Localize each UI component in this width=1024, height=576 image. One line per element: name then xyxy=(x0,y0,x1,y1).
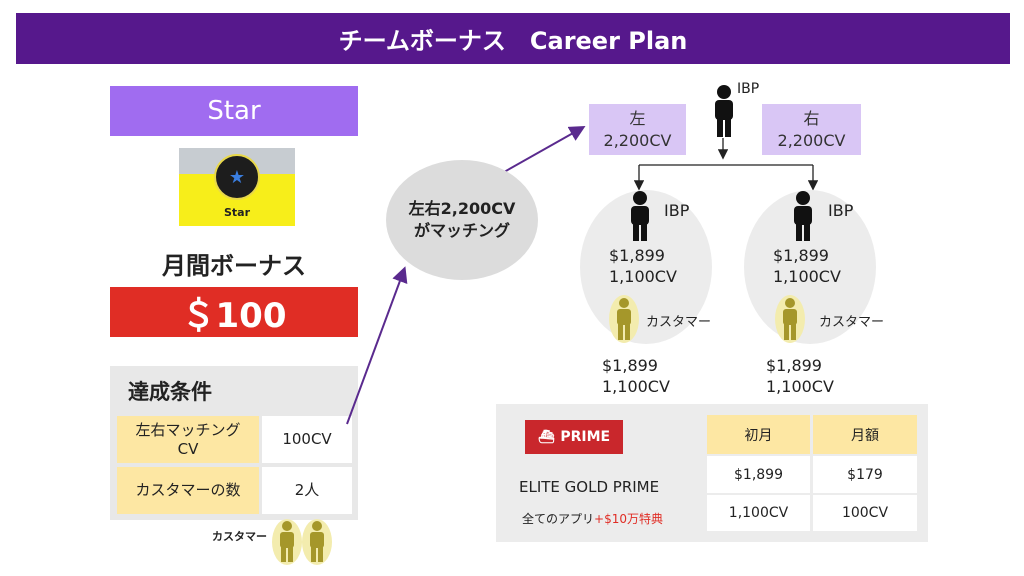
left-ibp-label: IBP xyxy=(664,201,690,220)
table-cell: 100CV xyxy=(813,495,917,531)
table-cell-text: 1,100CV xyxy=(728,505,789,521)
left-customer-label: カスタマー xyxy=(646,315,712,330)
rank-name: Star xyxy=(207,96,261,126)
page-title-bar: チームボーナス Career Plan xyxy=(16,13,1010,64)
apps-bonus: +$10万特典 xyxy=(594,512,663,526)
conditions-title: 達成条件 xyxy=(128,380,212,404)
table-header-first-month: 初月 xyxy=(707,415,810,454)
customer-icons xyxy=(272,519,332,565)
right-leg-side: 右 xyxy=(803,108,820,128)
left-leg-box: 左 2,200CV xyxy=(589,104,686,155)
prime-logo-text: PRIME xyxy=(560,429,611,445)
left-leg-cv: 2,200CV xyxy=(603,130,672,150)
bonus-amount: ＄100 xyxy=(181,295,287,336)
left-customer-person-icon xyxy=(609,295,639,343)
condition-value-matching: 100CV xyxy=(262,416,352,463)
prime-logo: ⛴ PRIME xyxy=(525,420,623,454)
right-customer-cv: 1,100CV xyxy=(766,377,834,396)
page-title: チームボーナス Career Plan xyxy=(338,27,688,55)
right-ibp-person-icon xyxy=(794,191,812,241)
product-name: ELITE GOLD PRIME xyxy=(519,478,660,496)
customer-label: カスタマー xyxy=(212,530,267,543)
top-ibp-person-icon xyxy=(715,85,733,137)
condition-value-text: 2人 xyxy=(294,481,320,500)
table-cell: 1,100CV xyxy=(707,495,810,531)
table-cell-text: 100CV xyxy=(841,505,889,521)
apps-note: 全てのアプリ+$10万特典 xyxy=(522,510,663,527)
condition-label-text: 左右マッチング CV xyxy=(135,420,241,458)
ship-icon: ⛴ xyxy=(537,429,555,445)
condition-value-text: 100CV xyxy=(282,430,332,449)
table-header-text: 月額 xyxy=(851,427,879,444)
rank-badge: ★ Star xyxy=(179,148,295,226)
table-header-monthly: 月額 xyxy=(813,415,917,454)
star-icon: ★ xyxy=(214,154,260,200)
right-customer-price: $1,899 xyxy=(766,356,822,375)
bonus-amount-box: ＄100 xyxy=(110,287,358,337)
right-ibp-label: IBP xyxy=(828,201,854,220)
left-leg-side: 左 xyxy=(629,108,646,128)
matching-text-line2: がマッチング xyxy=(413,221,510,240)
table-cell-text: $1,899 xyxy=(734,466,783,483)
monthly-bonus-label: 月間ボーナス xyxy=(162,252,306,280)
left-ibp-person-icon xyxy=(631,191,649,241)
rank-name-box: Star xyxy=(110,86,358,136)
left-customer-cv: 1,100CV xyxy=(602,377,670,396)
right-customer-label: カスタマー xyxy=(819,315,885,330)
right-leg-cv: 2,200CV xyxy=(777,130,846,150)
right-ibp-cv: 1,100CV xyxy=(773,267,841,286)
condition-label-matching: 左右マッチング CV xyxy=(117,416,259,463)
right-leg-box: 右 2,200CV xyxy=(762,104,861,155)
left-customer-price: $1,899 xyxy=(602,356,658,375)
table-cell: $179 xyxy=(813,456,917,493)
table-cell: $1,899 xyxy=(707,456,810,493)
left-ibp-price: $1,899 xyxy=(609,246,665,265)
apps-text: 全てのアプリ xyxy=(522,512,595,526)
matching-circle: 左右2,200CV がマッチング xyxy=(386,160,538,280)
matching-text-line1: 左右2,200CV xyxy=(408,198,516,218)
badge-label: Star xyxy=(223,206,251,219)
condition-label-customers: カスタマーの数 xyxy=(117,467,259,514)
table-header-text: 初月 xyxy=(744,427,773,444)
right-ibp-price: $1,899 xyxy=(773,246,829,265)
table-cell-text: $179 xyxy=(847,466,883,483)
condition-value-customers: 2人 xyxy=(262,467,352,514)
condition-label-text: カスタマーの数 xyxy=(135,481,241,500)
top-ibp-label: IBP xyxy=(737,81,760,97)
left-ibp-cv: 1,100CV xyxy=(609,267,677,286)
right-customer-person-icon xyxy=(775,295,805,343)
